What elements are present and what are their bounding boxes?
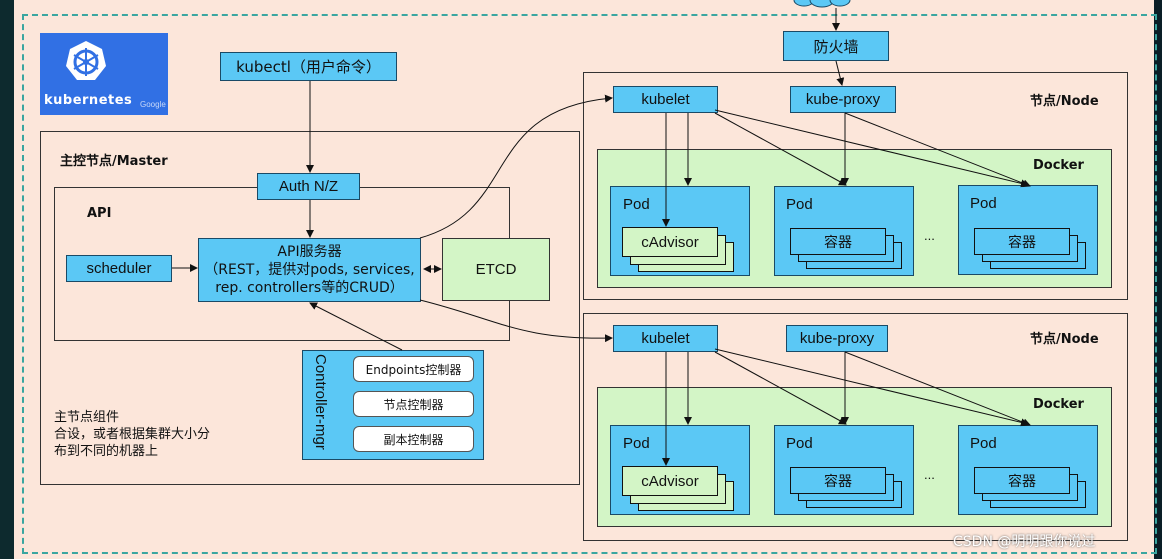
api-server-line-3: rep. controllers等的CRUD） (215, 280, 404, 296)
node2-container-3: 容器 (974, 467, 1070, 494)
master-note-line-2: 合设，或者根据集群大小分 (54, 427, 211, 442)
node1-title: 节点/Node (1030, 94, 1099, 109)
replica-controller: 副本控制器 (353, 426, 474, 452)
master-note-line-3: 布到不同的机器上 (54, 444, 159, 459)
node2-cadvisor: cAdvisor (622, 466, 718, 496)
dashed-border-right (1155, 14, 1157, 554)
kubernetes-logo: kubernetes Google (40, 33, 168, 115)
node2-pod-1-label: Pod (623, 435, 650, 452)
node2-title: 节点/Node (1030, 332, 1099, 347)
node2-kube-proxy: kube-proxy (786, 325, 888, 352)
node1-ellipsis: ... (924, 228, 935, 243)
etcd-box: ETCD (442, 238, 550, 301)
node1-docker-label: Docker (1033, 158, 1084, 173)
right-edge (1154, 0, 1162, 559)
node1-kube-proxy: kube-proxy (790, 86, 896, 113)
api-server-line-2: （REST，提供对pods, services, (204, 262, 415, 278)
master-note-line-1: 主节点组件 (54, 410, 120, 425)
master-title: 主控节点/Master (60, 154, 168, 169)
watermark: CSDN @明明跟你说过 (953, 534, 1096, 550)
node2-frame (583, 313, 1128, 541)
node1-pod-3-label: Pod (970, 195, 997, 212)
node2-docker-label: Docker (1033, 397, 1084, 412)
endpoints-controller: Endpoints控制器 (353, 356, 474, 382)
master-note: 主节点组件 合设，或者根据集群大小分 布到不同的机器上 (54, 409, 210, 460)
dashed-border-top (22, 14, 1157, 16)
node1-pod-2-label: Pod (786, 196, 813, 213)
left-edge (0, 0, 14, 559)
helm-wheel-icon (66, 41, 106, 80)
api-server-box: API服务器 （REST，提供对pods, services, rep. con… (198, 238, 421, 302)
logo-google-text: Google (140, 100, 166, 109)
node2-pod-2-label: Pod (786, 435, 813, 452)
firewall-box: 防火墙 (783, 31, 889, 61)
cloud-icon (793, 0, 851, 8)
etcd-label: ETCD (475, 261, 517, 278)
node1-pod-1-label: Pod (623, 196, 650, 213)
node1-kubelet: kubelet (613, 86, 718, 113)
auth-box: Auth N/Z (257, 173, 360, 200)
node2-ellipsis: ... (924, 467, 935, 482)
dashed-border-left (22, 14, 24, 554)
scheduler-box: scheduler (66, 255, 172, 282)
node2-container-2: 容器 (790, 467, 886, 494)
node1-cadvisor: cAdvisor (622, 227, 718, 257)
node1-container-3: 容器 (974, 228, 1070, 255)
kubectl-box: kubectl（用户命令） (220, 52, 397, 81)
api-server-line-1: API服务器 (277, 244, 342, 260)
controller-mgr-label: Controller-mgr (312, 354, 329, 450)
node2-kubelet: kubelet (613, 325, 718, 352)
node1-container-2: 容器 (790, 228, 886, 255)
logo-text: kubernetes (44, 93, 133, 108)
node2-pod-3-label: Pod (970, 435, 997, 452)
api-title: API (87, 206, 112, 221)
dashed-border-bottom (22, 552, 1157, 554)
node-controller: 节点控制器 (353, 391, 474, 417)
